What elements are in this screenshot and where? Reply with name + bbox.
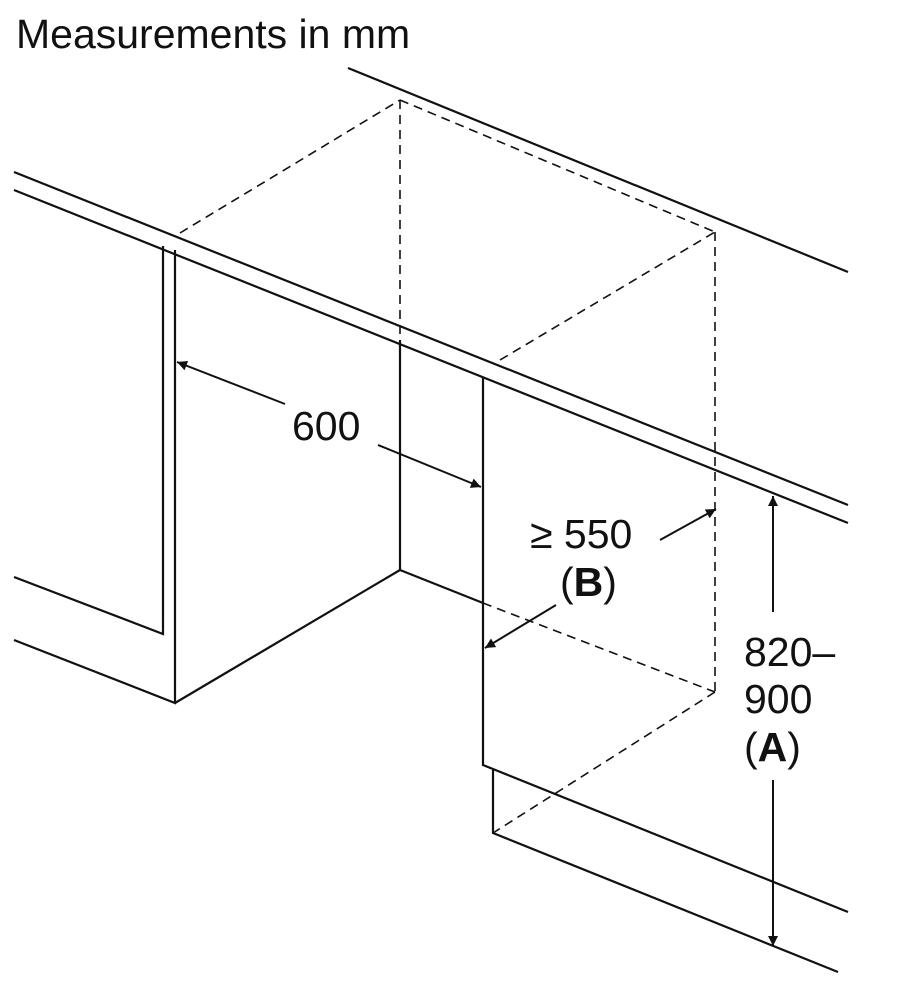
left-cabinet-front — [13, 250, 177, 705]
paren-close: ) — [603, 559, 617, 605]
height-dimension-line1: 820– — [744, 629, 836, 675]
width-arrow-left — [176, 360, 286, 405]
width-dimension: 600 — [292, 403, 361, 449]
left-cabinet-side — [13, 246, 165, 636]
depth-arrow-back — [659, 508, 717, 541]
depth-arrow-front — [484, 604, 557, 649]
countertop-edge-bottom — [13, 188, 849, 525]
paren-close: ) — [787, 724, 801, 770]
paren-open: ( — [560, 559, 574, 605]
height-label: (A) — [744, 727, 801, 768]
niche-floor-left — [174, 569, 401, 704]
right-cabinet-front — [481, 377, 849, 914]
depth-label: (B) — [560, 562, 617, 603]
wall-top-line — [347, 66, 849, 274]
depth-dimension: ≥ 550 — [530, 511, 633, 557]
diagram-title: Measurements in mm — [16, 11, 411, 57]
countertop-edge-top — [13, 170, 849, 507]
niche-floor-back — [399, 568, 484, 605]
paren-open: ( — [744, 724, 758, 770]
appliance-outline — [179, 99, 716, 834]
label-b: B — [573, 559, 604, 605]
width-arrow-right — [377, 444, 482, 488]
height-dimension-line2: 900 — [744, 676, 813, 722]
label-a: A — [757, 724, 788, 770]
